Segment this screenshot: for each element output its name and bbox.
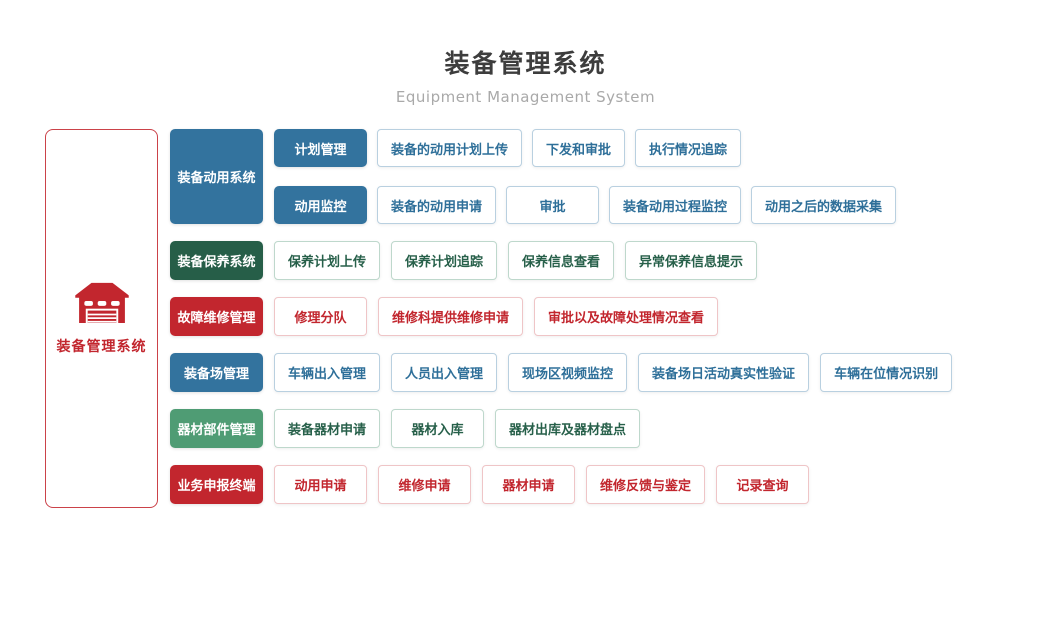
group-list: 装备动用系统 计划管理 装备的动用计划上传 下发和审批 执行情况追踪 动用监控 … xyxy=(170,129,953,504)
function-box: 装备的动用计划上传 xyxy=(377,129,523,167)
band-maintenance: 装备保养系统 保养计划上传 保养计划追踪 保养信息查看 异常保养信息提示 xyxy=(170,241,952,280)
band-materiel: 器材部件管理 装备器材申请 器材入库 器材出库及器材盘点 xyxy=(170,409,952,448)
function-box: 保养计划上传 xyxy=(274,241,381,280)
function-box: 修理分队 xyxy=(274,297,367,336)
function-box: 维修科提供维修申请 xyxy=(378,297,524,336)
subband-plan-management: 计划管理 装备的动用计划上传 下发和审批 执行情况追踪 xyxy=(274,129,896,167)
diagram: 装备管理系统 装备动用系统 计划管理 装备的动用计划上传 下发和审批 执行情况追… xyxy=(45,129,953,508)
function-box: 器材申请 xyxy=(482,465,575,504)
system-root-label: 装备管理系统 xyxy=(56,339,147,355)
band-repair: 故障维修管理 修理分队 维修科提供维修申请 审批以及故障处理情况查看 xyxy=(170,297,952,336)
group-box-depot: 装备场管理 xyxy=(170,353,263,392)
deployment-subgroups: 计划管理 装备的动用计划上传 下发和审批 执行情况追踪 动用监控 装备的动用申请… xyxy=(274,129,897,224)
function-box: 维修申请 xyxy=(378,465,471,504)
function-box: 保养计划追踪 xyxy=(391,241,498,280)
group-box-materiel: 器材部件管理 xyxy=(170,409,263,448)
function-box: 记录查询 xyxy=(716,465,810,504)
function-box: 车辆出入管理 xyxy=(274,353,381,392)
function-box: 车辆在位情况识别 xyxy=(820,353,953,392)
page-subtitle: Equipment Management System xyxy=(395,88,656,106)
group-box-repair: 故障维修管理 xyxy=(170,297,263,336)
page-title: 装备管理系统 xyxy=(444,49,607,78)
function-box: 人员出入管理 xyxy=(391,353,498,392)
function-box: 下发和审批 xyxy=(532,129,626,167)
function-box: 动用申请 xyxy=(274,465,367,504)
function-box: 装备器材申请 xyxy=(274,409,381,448)
subgroup-box-plan-management: 计划管理 xyxy=(274,129,367,167)
function-box: 动用之后的数据采集 xyxy=(751,186,897,224)
function-box: 异常保养信息提示 xyxy=(625,241,758,280)
function-box: 审批以及故障处理情况查看 xyxy=(534,297,719,336)
system-root-card: 装备管理系统 xyxy=(45,129,158,508)
function-box: 现场区视频监控 xyxy=(508,353,628,392)
function-box: 审批 xyxy=(506,186,600,224)
band-depot: 装备场管理 车辆出入管理 人员出入管理 现场区视频监控 装备场日活动真实性验证 … xyxy=(170,353,953,392)
function-box: 保养信息查看 xyxy=(508,241,615,280)
garage-icon xyxy=(74,282,129,323)
function-box: 装备动用过程监控 xyxy=(609,186,742,224)
page-header: 装备管理系统 Equipment Management System xyxy=(0,44,1051,106)
function-box: 维修反馈与鉴定 xyxy=(586,465,706,504)
subgroup-box-usage-monitoring: 动用监控 xyxy=(274,186,367,224)
function-box: 装备场日活动真实性验证 xyxy=(638,353,810,392)
group-box-deployment: 装备动用系统 xyxy=(170,129,263,224)
band-deployment: 装备动用系统 计划管理 装备的动用计划上传 下发和审批 执行情况追踪 动用监控 … xyxy=(170,129,952,224)
group-box-terminal: 业务申报终端 xyxy=(170,465,263,504)
function-box: 器材入库 xyxy=(391,409,485,448)
group-box-maintenance: 装备保养系统 xyxy=(170,241,263,280)
function-box: 执行情况追踪 xyxy=(635,129,742,167)
subband-usage-monitoring: 动用监控 装备的动用申请 审批 装备动用过程监控 动用之后的数据采集 xyxy=(274,186,897,224)
function-box: 器材出库及器材盘点 xyxy=(495,409,641,448)
function-box: 装备的动用申请 xyxy=(377,186,497,224)
band-terminal: 业务申报终端 动用申请 维修申请 器材申请 维修反馈与鉴定 记录查询 xyxy=(170,465,952,504)
